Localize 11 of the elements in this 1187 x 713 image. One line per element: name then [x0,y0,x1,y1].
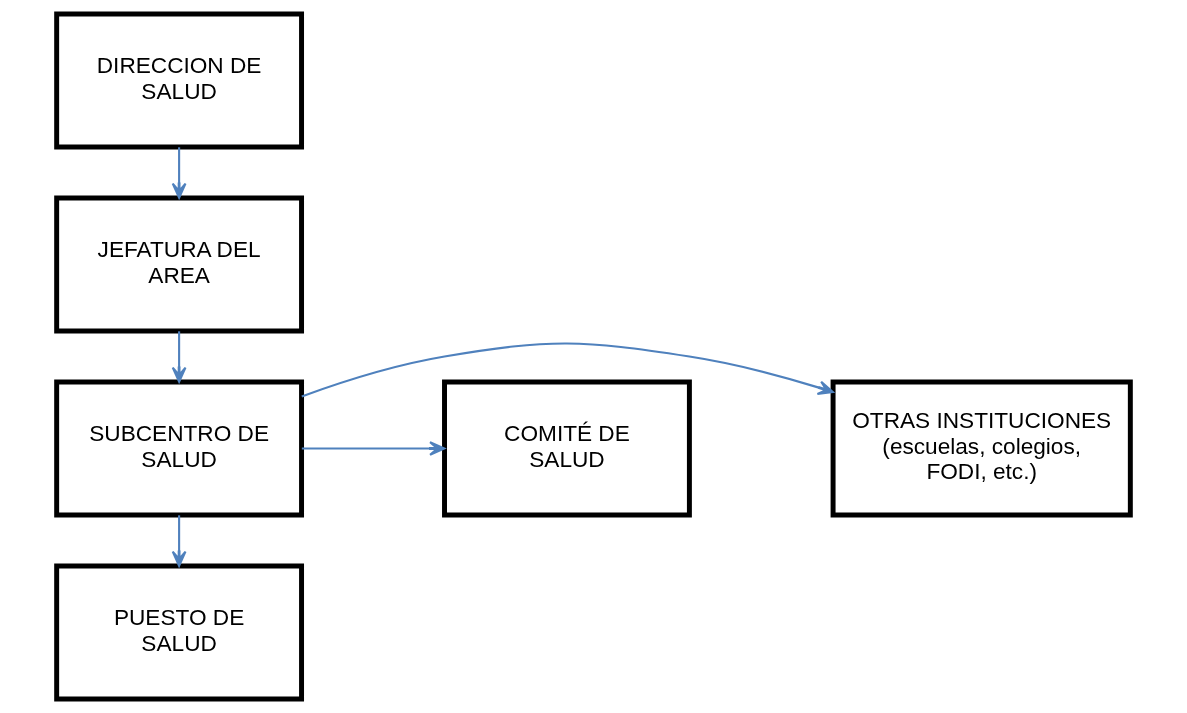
node-box: OTRAS INSTITUCIONES (escuelas, colegios, FODI, etc.) [830,379,1133,518]
node-box: JEFATURA DEL AREA [54,195,305,334]
arrow [171,331,187,383]
node-box: COMITÉ DE SALUD [442,379,692,518]
arrow [301,342,834,398]
node-box: DIRECCION DE SALUD [54,11,305,150]
arrow [171,147,187,199]
node-box: PUESTO DE SALUD [54,563,305,702]
arrow [171,515,187,567]
arrow [301,441,446,456]
node-box: SUBCENTRO DE SALUD [54,379,305,518]
